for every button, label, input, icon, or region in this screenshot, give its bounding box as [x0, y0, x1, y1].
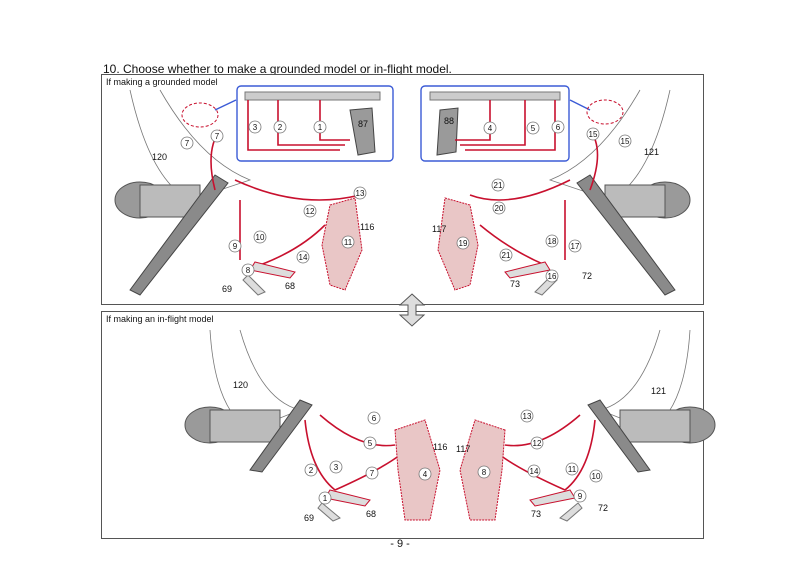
step-number: 12: [306, 207, 315, 216]
step-number: 2: [278, 123, 283, 132]
inset-left-bar: [244, 91, 381, 101]
callout-left: [181, 102, 219, 128]
part-68-top: [249, 261, 296, 279]
step-number: 7: [185, 139, 190, 148]
part-label: 88: [444, 116, 454, 126]
inset-left-arrows: [247, 100, 350, 151]
step-number: 17: [571, 242, 580, 251]
step-number: 13: [523, 412, 532, 421]
part-label: 116: [360, 222, 374, 232]
toggle-icon: [398, 293, 426, 327]
step-number: 6: [556, 123, 561, 132]
part-label: 121: [651, 386, 666, 396]
part-label: 73: [531, 509, 541, 519]
step-number: 11: [568, 465, 577, 474]
inset-right-arrows: [455, 100, 556, 151]
part-label: 116: [433, 442, 447, 452]
part-label: 87: [358, 119, 368, 129]
part-label: 117: [456, 444, 470, 454]
grounded-caption: If making a grounded model: [106, 77, 218, 87]
strut-right: [576, 174, 676, 296]
part-69-top: [242, 274, 266, 296]
step-number: 9: [233, 242, 238, 251]
callout-right: [586, 99, 624, 125]
step-number: 4: [423, 470, 428, 479]
step-number: 5: [368, 439, 373, 448]
step-number: 13: [356, 189, 365, 198]
step-number: 14: [530, 467, 539, 476]
part-73-bottom: [559, 502, 583, 522]
page-number: - 9 -: [390, 538, 410, 550]
part-label: 68: [285, 281, 295, 291]
part-label: 68: [366, 509, 376, 519]
step-number: 21: [494, 181, 503, 190]
part-116-bottom: [394, 419, 441, 521]
inset-left: [236, 85, 394, 162]
step-number: 15: [589, 130, 598, 139]
part-label: 72: [598, 503, 608, 513]
inset-right: [420, 85, 570, 162]
step-number: 6: [372, 414, 377, 423]
step-number: 10: [256, 233, 265, 242]
part-label: 72: [582, 271, 592, 281]
part-label: 120: [233, 380, 248, 390]
step-number: 15: [621, 137, 630, 146]
step-number: 4: [488, 124, 493, 133]
step-number: 8: [482, 468, 487, 477]
part-72-bottom: [529, 489, 576, 507]
strut-right-b: [587, 399, 651, 473]
step-number: 10: [592, 472, 601, 481]
step-number: 14: [299, 253, 308, 262]
strut-left: [129, 174, 229, 296]
arrows-top-right: [469, 129, 599, 266]
engine-left-body-b: [209, 409, 281, 443]
step-number: 12: [533, 439, 542, 448]
in-flight-caption: If making an in-flight model: [106, 314, 214, 324]
step-number: 2: [309, 466, 314, 475]
step-number: 8: [246, 266, 251, 275]
inset-right-part-88: [436, 107, 459, 156]
steps-top: 1 2 3 4 5 6 7 7 8 9 10 11 12 13 14 15 15…: [180, 120, 632, 283]
step-number: 11: [344, 238, 353, 247]
step-number: 1: [323, 494, 328, 503]
part-label: 121: [644, 147, 659, 157]
part-68-bottom: [324, 489, 371, 507]
step-number: 20: [495, 204, 504, 213]
step-number: 19: [459, 239, 468, 248]
part-label: 117: [432, 224, 446, 234]
wing-right-outline: [548, 89, 671, 201]
engine-right-body-b: [619, 409, 691, 443]
grounded-model-panel: If making a grounded model: [101, 74, 704, 305]
step-number: 3: [253, 123, 258, 132]
part-label: 120: [152, 152, 167, 162]
step-number: 7: [215, 132, 220, 141]
inset-left-pointer: [214, 99, 237, 111]
arrows-top-left: [210, 129, 361, 266]
inset-right-pointer: [569, 99, 591, 111]
part-label: 69: [304, 513, 314, 523]
arrows-bottom-right: [499, 414, 596, 491]
inset-left-part-87: [349, 107, 376, 156]
step-number: 9: [578, 492, 583, 501]
part-label: 69: [222, 284, 232, 294]
part-72-top: [504, 261, 551, 279]
step-number: 21: [502, 251, 511, 260]
steps-bottom: 1 2 3 4 5 6 7 8 9 10 11 12 13 14: [304, 409, 603, 505]
step-number: 16: [548, 272, 557, 281]
inset-right-bar: [429, 91, 561, 101]
step-number: 7: [370, 469, 375, 478]
step-number: 18: [548, 237, 557, 246]
step-number: 5: [531, 124, 536, 133]
page-title: 10. Choose whether to make a grounded mo…: [103, 62, 452, 76]
arrows-bottom-left: [304, 414, 401, 491]
part-69-bottom: [317, 502, 341, 522]
step-number: 3: [334, 463, 339, 472]
strut-left-b: [249, 399, 313, 473]
step-number: 1: [318, 123, 323, 132]
part-label: 73: [510, 279, 520, 289]
